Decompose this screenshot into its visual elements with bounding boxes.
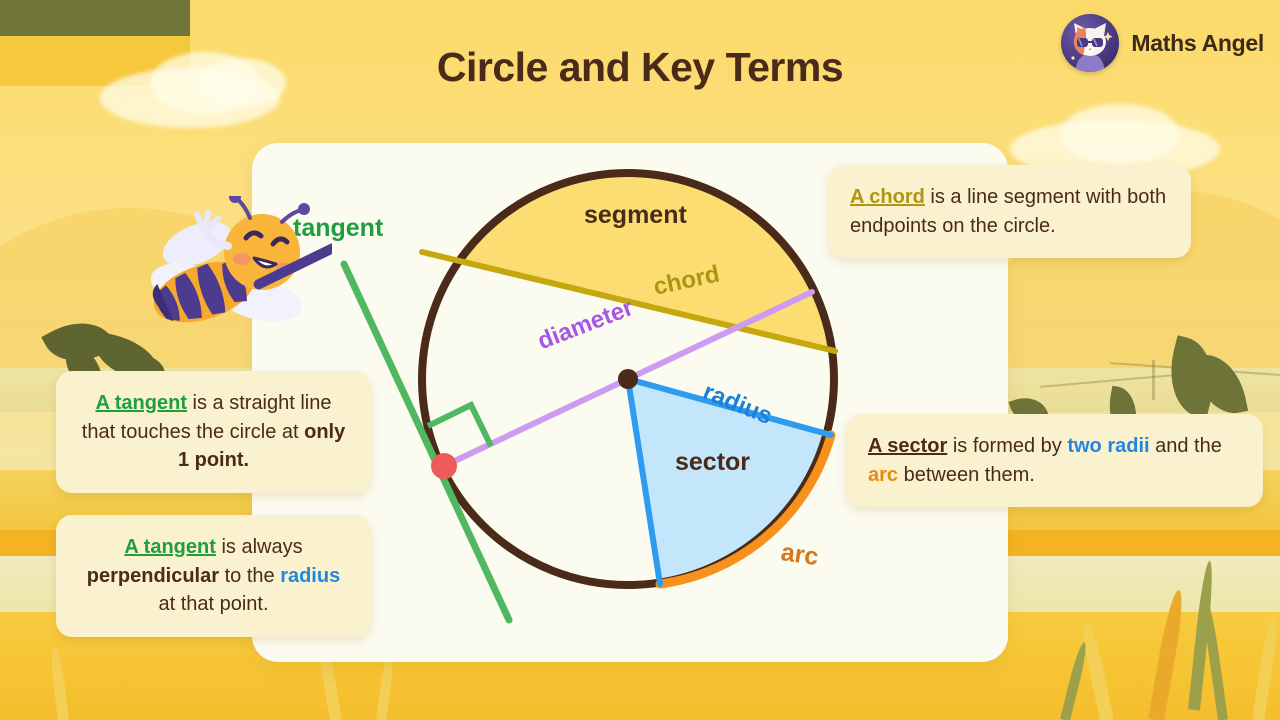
- sector-edge-line: [625, 376, 663, 587]
- right-angle-marker: [426, 400, 494, 448]
- tangent-point-dot: [431, 453, 457, 479]
- callout-tangent2-term: A tangent: [124, 536, 216, 558]
- callout-chord-text: is a line segment with both endpoints on…: [850, 186, 1167, 237]
- callout-tangent2-text-2: to the: [219, 564, 281, 587]
- circle-outline: [418, 169, 838, 589]
- callout-sector-emph-radii: two radii: [1067, 435, 1150, 457]
- label-arc: arc: [779, 538, 821, 572]
- callout-tangent1-text: is a straight line that touches the circ…: [81, 392, 332, 443]
- page-title: Circle and Key Terms: [436, 44, 844, 90]
- callout-sector: A sector is formed by two radii and the …: [846, 414, 1263, 508]
- callout-tangent2-text-3: at that point.: [158, 593, 269, 616]
- callout-chord: A chord is a line segment with both endp…: [828, 165, 1191, 259]
- radius-line: [625, 376, 834, 438]
- callout-tangent-definition: A tangent is a straight line that touche…: [56, 371, 371, 493]
- brand-name: Maths Angel: [1131, 29, 1264, 56]
- tangent-line: [340, 260, 513, 624]
- callout-tangent1-emph: only 1 point.: [177, 420, 346, 472]
- callout-tangent1-term: A tangent: [95, 392, 187, 414]
- cat-mascot-logo-icon: [1061, 14, 1120, 72]
- center-dot: [618, 369, 638, 389]
- callout-sector-text-1: is formed by: [947, 435, 1068, 457]
- arc-highlight: [655, 430, 836, 589]
- label-segment: segment: [584, 201, 687, 229]
- callout-sector-term: A sector: [868, 435, 948, 457]
- callout-tangent-perpendicular: A tangent is always perpendicular to the…: [56, 515, 371, 637]
- callout-sector-text-2: and the: [1149, 435, 1222, 457]
- callout-chord-term: A chord: [850, 186, 925, 208]
- brand-logo: Maths Angel: [1061, 14, 1264, 72]
- callout-tangent2-emph-radius: radius: [280, 564, 341, 587]
- bee-mascot-icon: [150, 196, 332, 323]
- chord-line: [419, 249, 838, 354]
- callout-tangent2-text-1: is always: [215, 536, 303, 558]
- label-sector: sector: [675, 448, 751, 476]
- callout-sector-emph-arc: arc: [868, 463, 899, 486]
- callout-sector-text-3: between them.: [898, 463, 1035, 486]
- sector-region: [628, 379, 831, 584]
- callout-tangent2-emph-perpendicular: perpendicular: [86, 564, 220, 587]
- label-tangent: tangent: [293, 214, 384, 242]
